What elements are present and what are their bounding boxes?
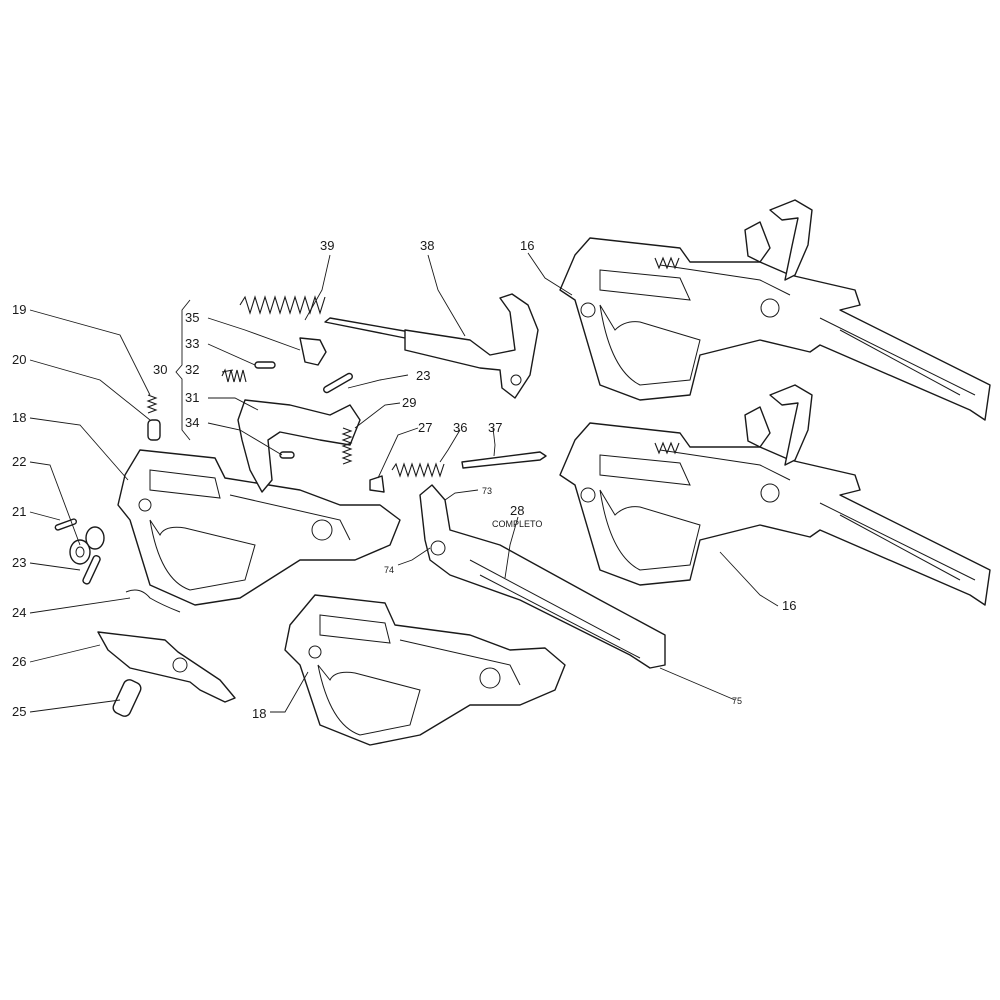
label-21: 21 bbox=[12, 504, 26, 519]
label-75: 75 bbox=[732, 696, 742, 706]
label-28: 28 bbox=[510, 503, 524, 518]
bushing-25 bbox=[112, 679, 142, 717]
label-31: 31 bbox=[185, 390, 199, 405]
spring-39 bbox=[239, 295, 326, 315]
clip-27 bbox=[369, 475, 385, 493]
bracket-30 bbox=[175, 299, 191, 441]
spring-32 bbox=[221, 368, 247, 383]
leader-lines bbox=[29, 252, 779, 713]
pin-34 bbox=[279, 451, 295, 459]
label-74: 74 bbox=[384, 565, 394, 575]
label-26: 26 bbox=[12, 654, 26, 669]
label-22: 22 bbox=[12, 454, 26, 469]
ejector-assembly-28 bbox=[419, 484, 666, 669]
label-20: 20 bbox=[12, 352, 26, 367]
label-37: 37 bbox=[488, 420, 502, 435]
label-39: 39 bbox=[320, 238, 334, 253]
label-16-bottom: 16 bbox=[782, 598, 796, 613]
spring-24 bbox=[125, 589, 181, 613]
label-38: 38 bbox=[420, 238, 434, 253]
label-19: 19 bbox=[12, 302, 26, 317]
label-73: 73 bbox=[482, 486, 492, 496]
pin-23-upper bbox=[323, 372, 353, 394]
label-25: 25 bbox=[12, 704, 26, 719]
label-18-middle: 18 bbox=[252, 706, 266, 721]
cocking-rod-38 bbox=[324, 293, 539, 399]
assembly-16-top bbox=[559, 199, 991, 421]
assembly-16-bottom bbox=[559, 384, 991, 606]
trigger-frame-18-left bbox=[117, 449, 401, 606]
spring-19 bbox=[146, 394, 158, 414]
label-23-left: 23 bbox=[12, 555, 26, 570]
label-33: 33 bbox=[185, 336, 199, 351]
pin-37 bbox=[461, 451, 547, 469]
plate-26 bbox=[97, 631, 236, 703]
label-32: 32 bbox=[185, 362, 199, 377]
pin-23-lower bbox=[82, 555, 101, 585]
roller-22 bbox=[69, 526, 105, 565]
pin-20 bbox=[147, 419, 161, 441]
label-27: 27 bbox=[418, 420, 432, 435]
label-28-completo: COMPLETO bbox=[492, 519, 542, 529]
label-34: 34 bbox=[185, 415, 199, 430]
label-35: 35 bbox=[185, 310, 199, 325]
spring-36 bbox=[391, 462, 445, 478]
label-36: 36 bbox=[453, 420, 467, 435]
callout-labels: 19 20 18 22 21 23 24 26 25 18 35 33 32 3… bbox=[12, 238, 796, 721]
sear-trigger-31 bbox=[237, 337, 361, 493]
label-18-left: 18 bbox=[12, 410, 26, 425]
spring-29 bbox=[341, 427, 353, 465]
label-16-top: 16 bbox=[520, 238, 534, 253]
trigger-frame-18-middle bbox=[284, 594, 566, 746]
label-29: 29 bbox=[402, 395, 416, 410]
pin-33 bbox=[254, 361, 276, 369]
label-23-right: 23 bbox=[416, 368, 430, 383]
label-30: 30 bbox=[153, 362, 167, 377]
label-24: 24 bbox=[12, 605, 26, 620]
